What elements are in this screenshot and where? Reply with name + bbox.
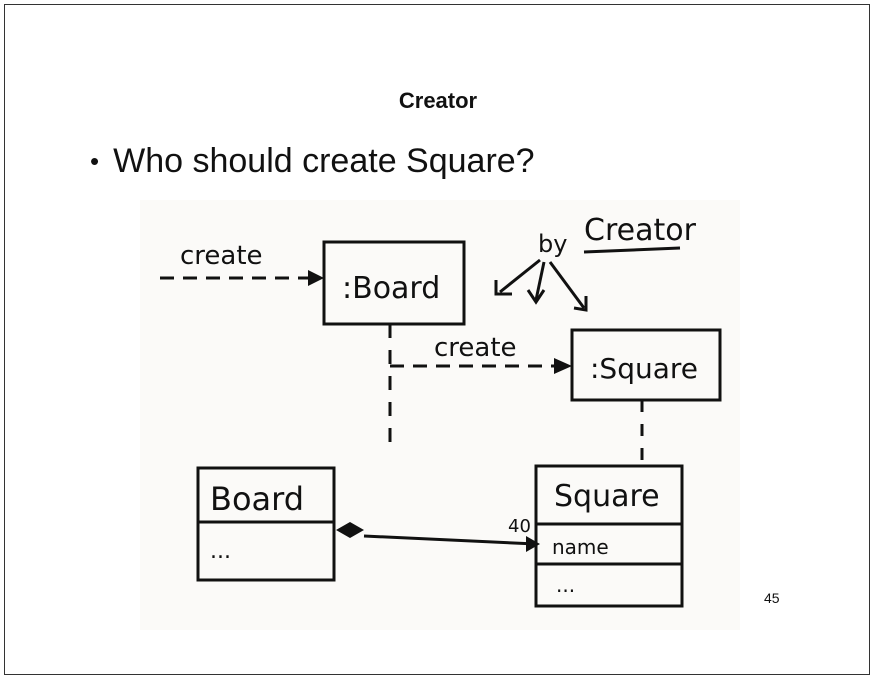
bullet-item: • Who should create Square?	[90, 142, 535, 181]
board-class-name: Board	[210, 480, 304, 518]
create-label-left: create	[180, 241, 263, 271]
composition-arrowhead	[526, 536, 540, 552]
multiplicity-label: 40	[508, 516, 531, 537]
composition-diamond-icon	[336, 522, 364, 538]
composition-line	[363, 534, 537, 546]
square-class-name: Square	[554, 479, 660, 514]
create-label-middle: create	[434, 333, 517, 363]
board-instance-box	[322, 240, 466, 326]
slide-title: Creator	[398, 88, 478, 113]
by-arrow-to-board	[499, 258, 541, 294]
square-class-box	[534, 464, 684, 608]
by-arrowhead-middle	[526, 289, 546, 305]
bullet-text: Who should create Square?	[113, 142, 535, 180]
by-arrow-to-square	[548, 261, 586, 309]
creator-underline	[583, 246, 681, 254]
creator-label: Creator	[584, 213, 697, 248]
arrowhead-left-create	[308, 270, 324, 286]
by-label: by	[538, 230, 567, 258]
board-instance-label: :Board	[342, 271, 440, 306]
arrowhead-middle-create	[554, 358, 572, 374]
square-instance-label: :Square	[590, 352, 698, 385]
hand-drawn-diagram: create :Board by Creator create :Square …	[140, 200, 740, 630]
by-arrowhead-square	[573, 296, 588, 312]
board-class-attr: ...	[210, 539, 231, 564]
square-instance-box	[570, 328, 722, 402]
by-arrow-middle	[534, 261, 546, 301]
page-number: 45	[764, 590, 780, 606]
bullet-dot-icon: •	[90, 146, 100, 176]
board-class-box	[196, 466, 336, 582]
diagram-svg: create :Board by Creator create :Square …	[160, 213, 722, 608]
square-class-attr-name: name	[552, 535, 609, 559]
by-arrowhead-board	[494, 280, 512, 296]
square-class-attr-more: ...	[556, 573, 575, 597]
